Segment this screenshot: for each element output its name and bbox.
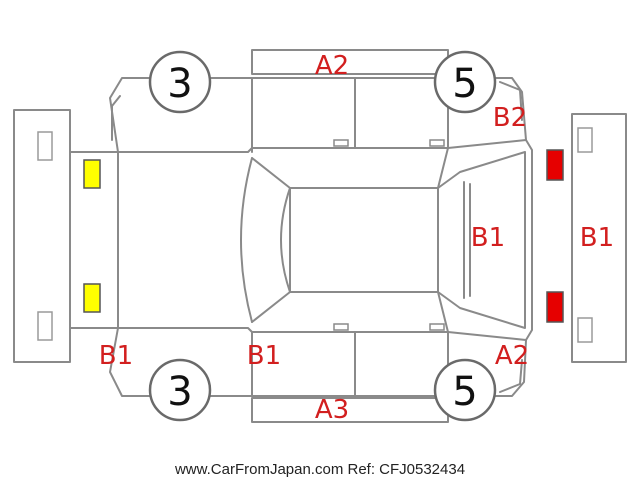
damage-code-windshield-pillar: B1 [247,341,281,371]
wheel-front-right-rating: 3 [167,369,192,415]
front-lamp-bottom [83,283,101,313]
wheel-front-right: 3 [148,358,212,422]
wheel-front-left-rating: 3 [167,61,192,107]
footer-reference: www.CarFromJapan.com Ref: CFJ0532434 [174,461,465,478]
rear-lamp-bottom [546,291,564,323]
rear-bumper-slot-top [577,127,593,153]
rear-bumper-slot-bottom [577,317,593,343]
wheel-front-left: 3 [148,50,212,114]
wheel-rear-left: 5 [433,50,497,114]
rear-lamp-top [546,149,564,181]
front-bumper [13,109,71,363]
top-rear-door-handle [429,139,445,147]
top-front-door-handle [333,139,349,147]
front-bumper-slot-bottom [37,311,53,341]
damage-code-front-bumper: B1 [99,341,133,371]
car-body [69,139,533,341]
top-doors [251,77,449,149]
roof-panel [289,187,439,293]
bottom-front-door-handle [333,323,349,331]
front-bumper-slot-top [37,131,53,161]
rear-bumper [571,113,627,363]
damage-code-rear-bumper: B1 [580,223,614,253]
damage-code-rear-window: B1 [471,223,505,253]
damage-code-top-doors: A2 [315,51,349,81]
bottom-doors [251,331,449,397]
windshield-frame [240,157,253,323]
damage-code-bottom-rear-corner: A2 [495,341,529,371]
damage-code-bottom-doors: A3 [315,395,349,425]
damage-code-top-rear-corner: B2 [493,103,527,133]
wheel-rear-right-rating: 5 [452,369,477,415]
top-side-panels [109,49,527,153]
top-rocker-panel [251,49,449,75]
bottom-rocker-panel [251,397,449,423]
front-lamp-top [83,159,101,189]
wheel-rear-right: 5 [433,358,497,422]
bottom-rear-door-handle [429,323,445,331]
wheel-rear-left-rating: 5 [452,61,477,107]
